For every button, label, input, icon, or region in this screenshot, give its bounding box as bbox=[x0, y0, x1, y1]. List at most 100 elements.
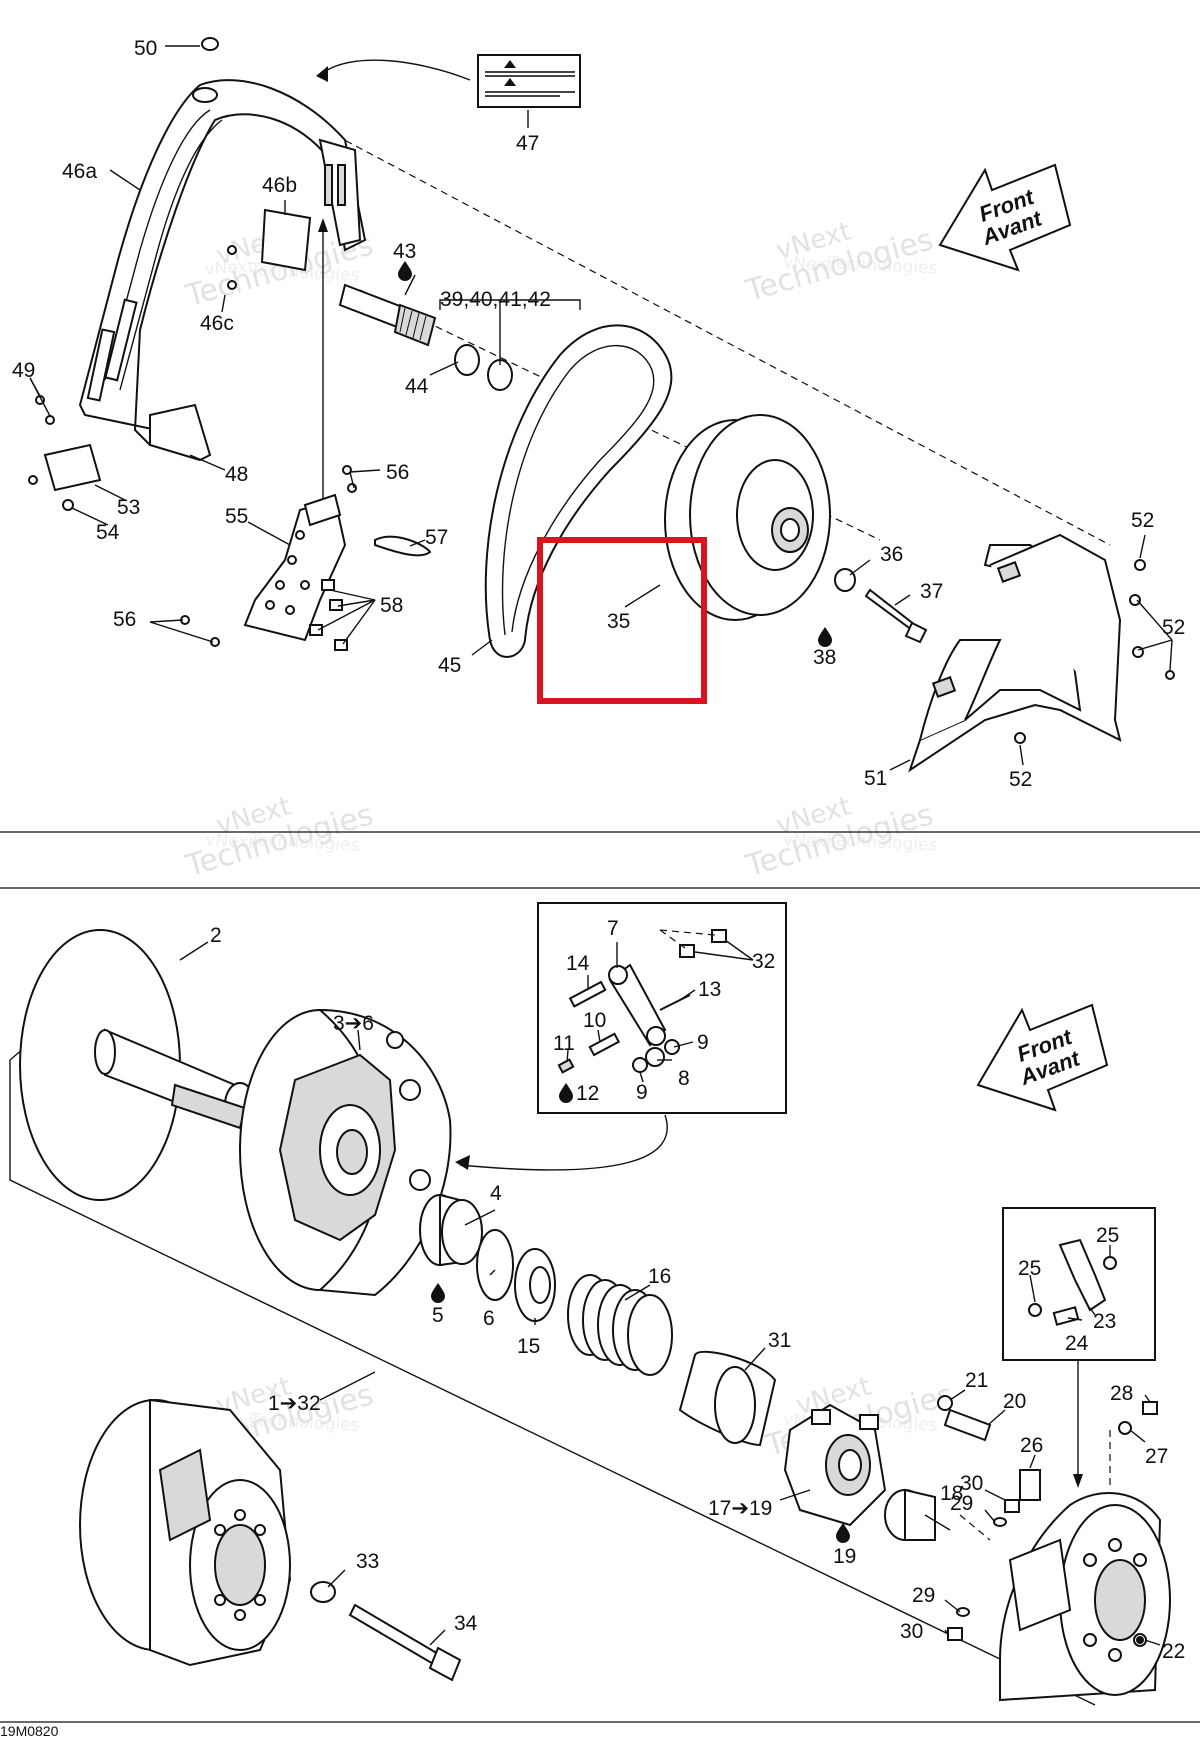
screw-53 bbox=[28, 475, 38, 485]
label-52: 52 bbox=[1009, 768, 1032, 791]
assembly-outline bbox=[9, 1060, 1096, 1706]
spring-16 bbox=[567, 1274, 673, 1376]
washer-15-hole bbox=[529, 1266, 551, 1304]
label-27: 27 bbox=[1145, 1445, 1168, 1468]
oil-drop-icon bbox=[836, 1523, 850, 1543]
leader-line bbox=[459, 1114, 668, 1171]
drive-belt-45 bbox=[484, 324, 673, 658]
label-24: 24 bbox=[1065, 1332, 1089, 1355]
dashed-guide bbox=[959, 1514, 991, 1541]
label-38: 38 bbox=[813, 646, 836, 669]
part-50-plug bbox=[201, 37, 219, 51]
label-25: 25 bbox=[1018, 1257, 1041, 1280]
alignment-line bbox=[334, 134, 1111, 546]
belt-guard-cover-51 bbox=[908, 533, 1122, 773]
nut-58 bbox=[321, 579, 335, 591]
label-14: 14 bbox=[566, 952, 590, 975]
arrow-head bbox=[455, 1155, 470, 1170]
label-12: 12 bbox=[576, 1082, 599, 1105]
nut-58 bbox=[334, 639, 348, 651]
label-46b: 46b bbox=[262, 174, 297, 197]
label-52: 52 bbox=[1131, 509, 1154, 532]
label-56: 56 bbox=[386, 461, 409, 484]
oil-drop-icon bbox=[818, 627, 832, 647]
screws-32 bbox=[679, 929, 727, 958]
label-1-32: 1➔32 bbox=[268, 1392, 321, 1415]
bracket-53 bbox=[43, 443, 102, 492]
label-29: 29 bbox=[950, 1492, 973, 1515]
washer-27 bbox=[1118, 1421, 1132, 1435]
label-26: 26 bbox=[1020, 1434, 1043, 1457]
arrow-head bbox=[316, 66, 328, 82]
label-17-19: 17➔19 bbox=[708, 1497, 772, 1520]
label-57: 57 bbox=[425, 526, 448, 549]
highlight-box-part-35 bbox=[537, 537, 707, 704]
label-32: 32 bbox=[752, 950, 775, 973]
fastener-52 bbox=[1014, 732, 1026, 744]
label-3-6: 3➔6 bbox=[333, 1012, 374, 1035]
label-46a: 46a bbox=[62, 160, 97, 183]
label-54: 54 bbox=[96, 521, 120, 544]
label-4: 4 bbox=[490, 1182, 502, 1205]
screw-46c bbox=[227, 245, 237, 255]
screw-11 bbox=[557, 1058, 575, 1074]
drive-pulley-assembly-1-32 bbox=[79, 1398, 292, 1667]
label-44: 44 bbox=[405, 375, 429, 398]
label-28: 28 bbox=[1110, 1382, 1133, 1405]
pin-24 bbox=[1052, 1306, 1080, 1326]
ring-44 bbox=[454, 344, 480, 376]
label-10: 10 bbox=[583, 1009, 606, 1032]
label-46c: 46c bbox=[200, 312, 234, 335]
dashed-guide bbox=[659, 929, 716, 936]
label-34: 34 bbox=[454, 1612, 478, 1635]
label-37: 37 bbox=[920, 580, 943, 603]
part-30 bbox=[1004, 1499, 1020, 1513]
nut-58 bbox=[309, 624, 323, 636]
leader-lines-bottom bbox=[179, 939, 1161, 1646]
arrow-head bbox=[318, 218, 328, 232]
bolt-34 bbox=[348, 1603, 462, 1682]
front-direction-arrow-icon: Front Avant bbox=[938, 163, 1072, 272]
shaft-43 bbox=[338, 283, 437, 347]
roller-arm-23 bbox=[1058, 1238, 1107, 1312]
spider-17-19 bbox=[783, 1403, 887, 1527]
label-16: 16 bbox=[648, 1265, 671, 1288]
label-29: 29 bbox=[912, 1584, 935, 1607]
label-30: 30 bbox=[960, 1472, 983, 1495]
bracket-46b bbox=[260, 208, 312, 272]
bushing-18 bbox=[884, 1488, 936, 1541]
label-18: 18 bbox=[940, 1482, 963, 1505]
lever-arm-7 bbox=[608, 963, 667, 1047]
label-39-42: 39,40,41,42 bbox=[440, 288, 551, 311]
label-13: 13 bbox=[698, 978, 721, 1001]
screw-56 bbox=[342, 465, 352, 475]
pin-10 bbox=[588, 1032, 621, 1057]
movable-sheave-3-6 bbox=[239, 1008, 452, 1297]
label-8: 8 bbox=[678, 1067, 690, 1090]
bolt-20 bbox=[943, 1408, 992, 1442]
washer-36 bbox=[834, 568, 856, 592]
label-23: 23 bbox=[1093, 1310, 1116, 1333]
bolt-26 bbox=[1019, 1469, 1041, 1501]
label-50: 50 bbox=[134, 37, 157, 60]
label-45: 45 bbox=[438, 654, 461, 677]
bolt-37 bbox=[864, 588, 928, 644]
arrow-head bbox=[1073, 1474, 1083, 1488]
belt-guard-support-46a bbox=[78, 79, 367, 462]
label-22: 22 bbox=[1162, 1640, 1185, 1663]
label-7: 7 bbox=[607, 917, 619, 940]
screw-49 bbox=[45, 415, 55, 425]
screw-46c bbox=[227, 280, 237, 290]
washer-9 bbox=[632, 1057, 648, 1073]
label-30: 30 bbox=[900, 1620, 923, 1643]
label-48: 48 bbox=[225, 463, 248, 486]
washer-33 bbox=[310, 1581, 336, 1603]
screw-25 bbox=[1028, 1303, 1042, 1317]
screw-56 bbox=[347, 483, 357, 493]
oil-drop-icon bbox=[431, 1283, 445, 1303]
oil-drop-icon bbox=[398, 261, 412, 281]
label-15: 15 bbox=[517, 1335, 540, 1358]
nut-54 bbox=[62, 499, 74, 511]
figure-code: 19M0820 bbox=[0, 1723, 59, 1738]
